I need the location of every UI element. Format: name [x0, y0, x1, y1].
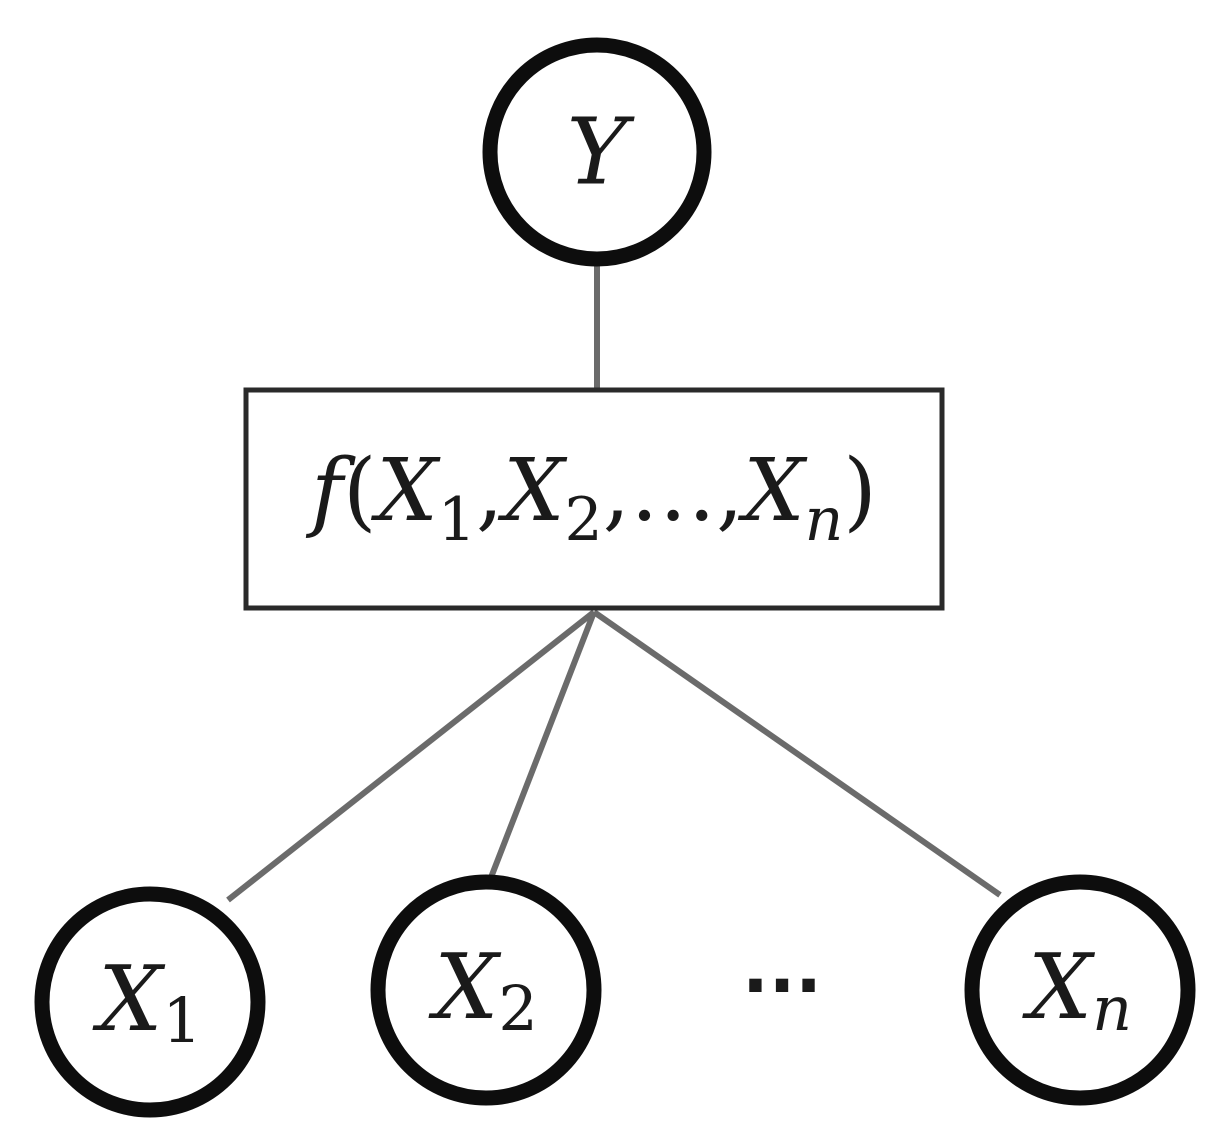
node-x1-label: X1: [92, 947, 202, 1057]
node-x1-var: X: [92, 947, 166, 1052]
factor-dots: …: [630, 441, 716, 541]
node-x2-var: X: [428, 935, 502, 1040]
factor-close-paren: ): [843, 441, 877, 541]
node-xn-var: X: [1022, 935, 1096, 1040]
factor-label: f(X1,X2,…,Xn): [305, 441, 877, 555]
edge-factor-to-xn: [592, 609, 1002, 898]
node-x1-sub: 1: [162, 984, 201, 1057]
edge-factor-to-x1: [226, 609, 596, 903]
factor-arg1-sep: ,: [476, 441, 503, 541]
factor-box: [243, 387, 945, 611]
factor-argn-sub: n: [805, 485, 844, 555]
factor-arg2-var: X: [497, 441, 568, 541]
factor-dots-sep: ,: [716, 441, 743, 541]
node-x1: X1: [34, 886, 266, 1118]
node-y: Y: [482, 37, 712, 267]
factor-open-paren: (: [343, 441, 377, 541]
children-ellipsis: ···: [742, 945, 822, 1027]
node-xn: Xn: [964, 874, 1196, 1106]
edge-factor-to-x2: [487, 610, 597, 882]
factor-arg2-sep: ,: [603, 441, 630, 541]
node-xn-circle: [964, 874, 1196, 1106]
factor-arg1-var: X: [371, 441, 442, 541]
node-y-label: Y: [567, 99, 636, 206]
node-x2-circle: [370, 874, 602, 1106]
node-x2: X2: [370, 874, 602, 1106]
node-x2-sub: 2: [498, 972, 537, 1045]
factor-argn-var: X: [737, 441, 808, 541]
factor-arg2-sub: 2: [565, 485, 603, 555]
node-xn-label: Xn: [1022, 935, 1132, 1045]
node-y-circle: [482, 37, 712, 267]
node-x2-label: X2: [428, 935, 538, 1045]
node-xn-sub: n: [1092, 972, 1132, 1045]
node-x1-circle: [34, 886, 266, 1118]
factor-node: f(X1,X2,…,Xn): [243, 387, 945, 611]
factor-arg1-sub: 1: [438, 485, 476, 555]
